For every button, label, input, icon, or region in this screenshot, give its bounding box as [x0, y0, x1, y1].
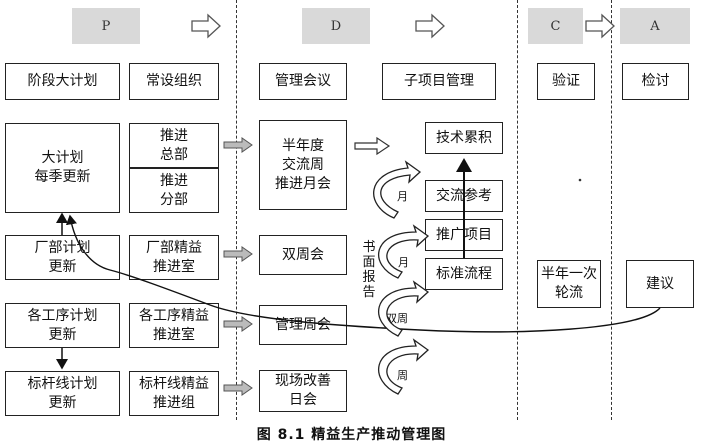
- meeting-to-tech-arrow: [354, 136, 391, 156]
- tech-accum-box: 技术累积: [425, 122, 503, 154]
- biweekly-meeting-box: 双周会: [259, 235, 347, 275]
- org-to-meeting-arrow-4: [223, 380, 253, 396]
- process-lean-box: 各工序精益 推进室: [129, 303, 219, 348]
- header-flow-arrow-1: [191, 13, 221, 39]
- phase-p-bar: P: [72, 8, 140, 44]
- factory-plan-box: 厂部计划 更新: [5, 235, 120, 280]
- report-curve-3: [378, 280, 430, 337]
- verification-box: 半年一次 轮流: [537, 260, 601, 308]
- report-curve-2: [378, 224, 430, 279]
- phase-d-label: D: [330, 18, 342, 34]
- phase-c-label: C: [550, 18, 561, 34]
- phase-a-bar: A: [620, 8, 690, 44]
- header-mgmt-meeting: 管理会议: [259, 63, 347, 100]
- freq-label-week: 周: [397, 369, 408, 382]
- phase-a-label: A: [650, 18, 660, 34]
- phase-divider-pd: [236, 0, 237, 420]
- phase-c-bar: C: [528, 8, 583, 44]
- freq-label-month-1: 月: [397, 190, 408, 203]
- stray-dot: [578, 178, 582, 182]
- org-to-meeting-arrow-3: [223, 316, 253, 332]
- header-review: 检讨: [622, 63, 689, 100]
- branch-box: 推进 分部: [129, 168, 219, 213]
- freq-label-biweek: 双周: [386, 312, 408, 325]
- benchmark-lean-box: 标杆线精益 推进组: [129, 371, 219, 416]
- hq-box: 推进 总部: [129, 123, 219, 168]
- phase-d-bar: D: [302, 8, 370, 44]
- org-to-meeting-arrow-1: [223, 137, 253, 153]
- standard-flow-box: 标准流程: [425, 258, 503, 290]
- report-curve-4: [378, 338, 430, 395]
- header-flow-arrow-3: [585, 13, 615, 39]
- header-stage-plan: 阶段大计划: [5, 63, 120, 100]
- header-subproject-mgmt: 子项目管理: [382, 63, 496, 100]
- header-flow-arrow-2: [415, 13, 445, 39]
- written-report-label: 书 面 报 告: [362, 240, 376, 300]
- suggestion-feedback-curve: [65, 214, 661, 333]
- big-plan-box: 大计划 每季更新: [5, 123, 120, 213]
- org-to-meeting-arrow-2: [223, 246, 253, 262]
- phase-divider-dc: [517, 0, 518, 420]
- header-verify: 验证: [537, 63, 595, 100]
- factory-lean-box: 厂部精益 推进室: [129, 235, 219, 280]
- freq-label-month-2: 月: [398, 256, 409, 269]
- figure-caption: 图 8.1 精益生产推动管理图: [256, 427, 447, 443]
- report-curve-1: [373, 160, 422, 219]
- half-year-meeting-box: 半年度 交流周 推进月会: [259, 120, 347, 210]
- process-plan-box: 各工序计划 更新: [5, 303, 120, 348]
- phase-divider-ca: [611, 0, 612, 420]
- suggestion-box: 建议: [626, 260, 694, 308]
- onsite-meeting-box: 现场改善 日会: [259, 370, 347, 412]
- benchmark-plan-box: 标杆线计划 更新: [5, 371, 120, 416]
- phase-p-label: P: [101, 18, 111, 34]
- header-standing-org: 常设组织: [129, 63, 219, 100]
